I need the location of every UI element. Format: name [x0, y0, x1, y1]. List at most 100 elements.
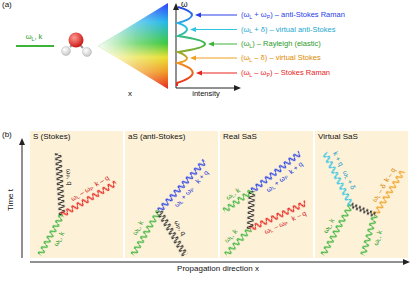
phonon-wave — [156, 209, 189, 257]
scattering-panel: S (Stokes) ωL, k ωP, qωL – ωPk – q — [30, 131, 123, 258]
axis-label: Time t — [7, 189, 16, 211]
axis-label: Propagation direction x — [177, 265, 259, 274]
wave-label: k + q — [288, 160, 305, 176]
panel-letter: (b) — [2, 131, 12, 140]
peak-pointer-head — [190, 27, 196, 32]
axis-label: intensity — [192, 90, 220, 98]
panel-heading: aS (anti-Stokes) — [128, 133, 185, 142]
wave-label: ωL, k — [372, 229, 384, 246]
panel-ground — [30, 131, 123, 258]
oxygen-atom — [69, 33, 84, 48]
peak-pointer-head — [208, 42, 214, 47]
spectrum-curve — [177, 7, 205, 86]
wave-label: ωP, q — [64, 169, 73, 186]
subscript: L — [270, 228, 275, 234]
spectral-line-label: (ωL) – Rayleigh (elastic) — [241, 40, 321, 48]
peak-pointer-head — [195, 13, 201, 18]
frequency-axis — [176, 9, 177, 88]
laser-photon-wave — [223, 226, 253, 257]
peak-pointer-head — [196, 71, 202, 76]
wave-label: ωL – ωP — [69, 183, 94, 202]
panel-letter: (a) — [2, 1, 12, 10]
wave-label: k – q — [93, 174, 110, 188]
subscript: P — [284, 221, 289, 227]
spectral-line-label: (ωL + ωP) – anti-Stokes Raman — [241, 11, 345, 19]
hydrogen-atom — [62, 47, 71, 56]
intensity-axis — [176, 88, 235, 89]
wave-label: ωL, k — [322, 217, 336, 234]
phonon-wave — [54, 153, 66, 216]
scattering-panel: aS (anti-Stokes) ωL, k ωP, q ωL + ωPk + q — [125, 131, 218, 258]
subscript: L — [179, 200, 185, 205]
subscript: P — [64, 174, 69, 178]
axis-label: x — [128, 90, 132, 99]
spectral-line-label: (ωL – δ) – virtual Stokes — [241, 54, 321, 62]
subscript: P — [267, 13, 271, 19]
feynman-diagram — [222, 150, 308, 258]
subscript: L — [137, 228, 143, 233]
wave-label: ωL – ωP — [263, 218, 289, 235]
cone-fade — [98, 3, 168, 89]
subscript: L — [377, 237, 383, 241]
wave-label: ωL, k — [223, 228, 239, 245]
subscript: P — [174, 226, 180, 231]
subscript: P — [266, 71, 270, 77]
anti-stokes-photon-wave — [156, 158, 208, 213]
peak-pointer — [195, 58, 237, 59]
subscript: L — [249, 42, 252, 48]
subscript: L — [32, 35, 35, 41]
propagation-axis — [30, 262, 404, 263]
subscript: L — [342, 176, 348, 181]
subscript: P — [89, 186, 94, 192]
wave-label: ωL – δ — [370, 182, 387, 203]
wave-label: ωL + ωP — [173, 185, 196, 209]
laser-label: ωL, k — [26, 33, 43, 41]
laser-beam — [16, 45, 54, 47]
panel-ground — [125, 131, 218, 258]
axis-arrowhead — [234, 85, 241, 91]
subscript: L — [271, 185, 276, 191]
subscript: L — [376, 194, 382, 199]
subscript: P — [190, 188, 196, 194]
subscript: P — [284, 175, 290, 181]
wave-label: k + q — [194, 169, 210, 186]
subscript: L — [249, 28, 252, 34]
subscript: L — [249, 56, 252, 62]
wave-label: k + q — [331, 151, 345, 168]
wave-label: ωL, k — [52, 231, 66, 248]
peak-pointer — [201, 73, 237, 74]
panel-ground — [315, 131, 408, 258]
spectral-line-label: (ωL – ωP) – Stokes Raman — [241, 69, 330, 77]
wave-label: ωP, q — [172, 219, 187, 237]
scattering-panel: Virtual SaSωL, kωL + δk + qωL, kωL – δk … — [315, 131, 408, 258]
peak-pointer — [213, 44, 237, 45]
panel-heading: Virtual SaS — [318, 133, 358, 142]
axis-arrowhead — [403, 259, 410, 265]
subscript: L — [230, 235, 236, 240]
laser-photon-wave — [320, 203, 355, 257]
panel-ground — [220, 131, 313, 258]
peak-pointer — [195, 29, 237, 30]
feynman-diagram — [130, 158, 208, 257]
wave-label: ωL, k — [131, 220, 146, 237]
axis-arrowhead — [19, 138, 25, 145]
panel-heading: S (Stokes) — [33, 133, 70, 142]
peak-pointer-head — [190, 56, 196, 61]
subscript: L — [249, 13, 252, 19]
time-axis — [22, 144, 23, 258]
subscript: L — [328, 225, 334, 230]
laser-photon-wave — [36, 213, 65, 257]
wave-label: ωL + ωP — [265, 172, 289, 193]
axis-arrowhead — [173, 3, 179, 10]
subscript: L — [249, 71, 252, 77]
peak-pointer — [200, 15, 237, 16]
wave-label: k – q — [290, 210, 307, 223]
virtual-phonon-wave — [349, 201, 376, 218]
scattering-panel: Real SaSωL, kωL – ωPk – qωL, kωL + ωPk +… — [220, 131, 313, 258]
subscript: L — [231, 193, 236, 199]
panel-heading: Real SaS — [223, 133, 257, 142]
stokes-photon-wave — [60, 180, 118, 219]
wave-label: ωL + δ — [341, 169, 357, 190]
spectral-line-label: (ωL + δ) – virtual anti-Stokes — [241, 25, 335, 33]
axis-label: ω — [181, 0, 188, 9]
